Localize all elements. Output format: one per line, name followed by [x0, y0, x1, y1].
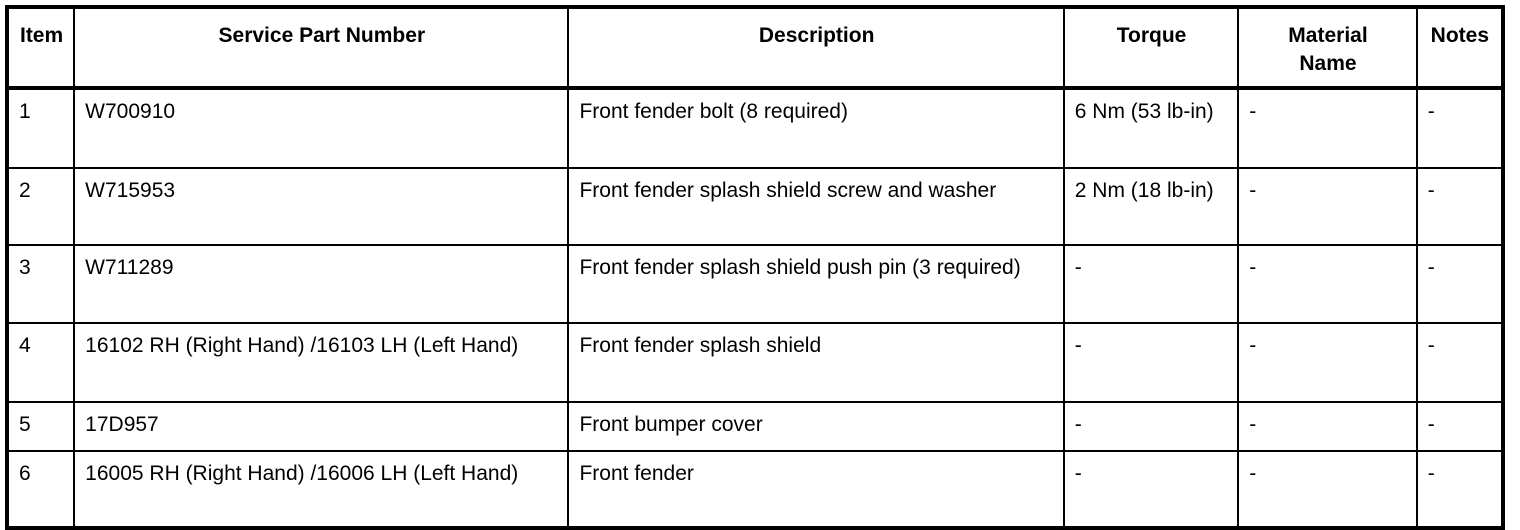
cell-notes: - [1415, 449, 1505, 529]
cell-description: Front fender splash shield screw and was… [567, 166, 1065, 246]
cell-notes: - [1415, 86, 1505, 169]
cell-notes: - [1415, 166, 1505, 246]
table-header: Item Service Part Number Description Tor… [5, 6, 1505, 90]
cell-item: 2 [5, 166, 76, 246]
cell-material-name: - [1237, 400, 1418, 452]
cell-material-name: - [1237, 321, 1418, 403]
cell-material-name: - [1237, 449, 1418, 529]
table-body: 1 W700910 Front fender bolt (8 required)… [5, 86, 1505, 529]
material-name-line1: Material [1288, 24, 1368, 47]
material-name-line2: Name [1299, 51, 1357, 75]
table-row: 2 W715953 Front fender splash shield scr… [5, 166, 1505, 246]
table-row: 4 16102 RH (Right Hand) /16103 LH (Left … [5, 321, 1505, 403]
cell-torque: - [1062, 449, 1240, 529]
cell-material-name: - [1237, 166, 1418, 246]
cell-material-name: - [1237, 86, 1418, 169]
cell-torque: - [1062, 321, 1240, 403]
cell-notes: - [1415, 400, 1505, 452]
cell-torque: 2 Nm (18 lb-in) [1062, 166, 1240, 246]
cell-description: Front fender splash shield [567, 321, 1065, 403]
cell-item: 3 [5, 243, 76, 324]
column-header-description: Description [567, 6, 1065, 90]
column-header-notes: Notes [1415, 6, 1505, 90]
cell-torque: 6 Nm (53 lb-in) [1062, 86, 1240, 169]
cell-notes: - [1415, 321, 1505, 403]
table-row: 5 17D957 Front bumper cover - - - [5, 400, 1505, 452]
cell-item: 5 [5, 400, 76, 452]
cell-part-number: W711289 [73, 243, 570, 324]
cell-torque: - [1062, 243, 1240, 324]
cell-notes: - [1415, 243, 1505, 324]
cell-part-number: W715953 [73, 166, 570, 246]
cell-torque: - [1062, 400, 1240, 452]
parts-table: Item Service Part Number Description Tor… [5, 5, 1505, 530]
cell-item: 1 [5, 86, 76, 169]
cell-description: Front fender bolt (8 required) [567, 86, 1065, 169]
cell-material-name: - [1237, 243, 1418, 324]
table-row: 3 W711289 Front fender splash shield pus… [5, 243, 1505, 324]
cell-description: Front fender splash shield push pin (3 r… [567, 243, 1065, 324]
table-row: 6 16005 RH (Right Hand) /16006 LH (Left … [5, 449, 1505, 529]
cell-part-number: 16005 RH (Right Hand) /16006 LH (Left Ha… [73, 449, 570, 529]
column-header-torque: Torque [1062, 6, 1240, 90]
column-header-item: Item [5, 6, 76, 90]
cell-item: 4 [5, 321, 76, 403]
cell-part-number: 17D957 [73, 400, 570, 452]
cell-part-number: 16102 RH (Right Hand) /16103 LH (Left Ha… [73, 321, 570, 403]
cell-description: Front fender [567, 449, 1065, 529]
cell-description: Front bumper cover [567, 400, 1065, 452]
table-row: 1 W700910 Front fender bolt (8 required)… [5, 86, 1505, 169]
column-header-service-part-number: Service Part Number [73, 6, 570, 90]
header-row: Item Service Part Number Description Tor… [5, 6, 1505, 90]
cell-item: 6 [5, 449, 76, 529]
cell-part-number: W700910 [73, 86, 570, 169]
